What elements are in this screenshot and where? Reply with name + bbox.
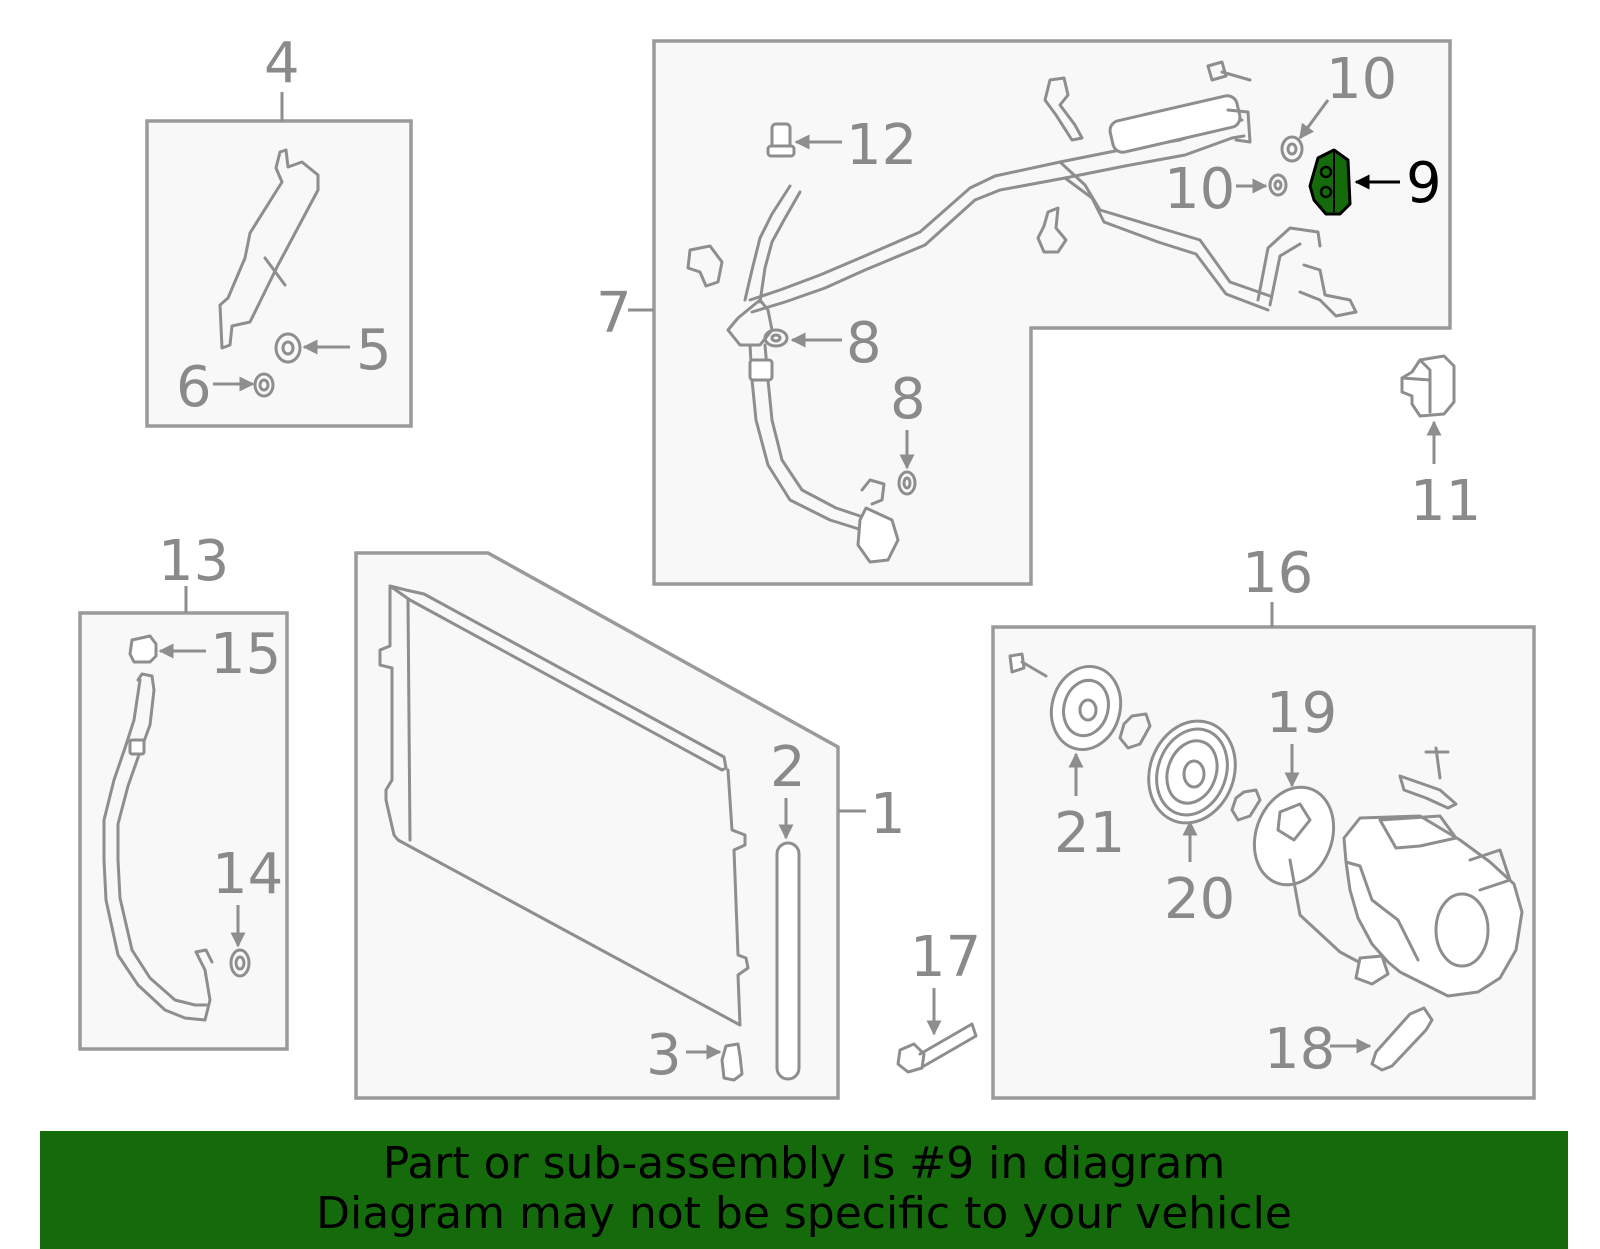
liquid-pipe-assembly [102, 672, 214, 1022]
suction-pipe-bracket [218, 148, 320, 350]
o-ring-14 [229, 948, 251, 978]
group-box-1: 1 [354, 551, 906, 1100]
group-box-13: 13 [78, 529, 289, 1051]
relief-valve-18 [1370, 1006, 1434, 1072]
callout-3: 3 [646, 1023, 682, 1088]
callout-5: 5 [356, 318, 392, 383]
snap-ring-20 [1230, 788, 1262, 822]
discharge-hose-assembly [686, 60, 1358, 564]
callout-13: 13 [158, 529, 229, 594]
plug-3 [720, 1042, 744, 1082]
callout-8-upper: 8 [846, 311, 882, 376]
o-ring-10-lower [1268, 173, 1288, 197]
callout-16: 16 [1242, 541, 1313, 606]
callout-7: 7 [596, 281, 632, 346]
callout-6: 6 [176, 355, 212, 420]
field-coil-19 [1252, 785, 1390, 986]
callout-1: 1 [870, 782, 906, 847]
callout-14: 14 [212, 842, 283, 907]
snap-ring-21 [1118, 712, 1152, 750]
callout-10-lower: 10 [1164, 157, 1235, 222]
callout-8-lower: 8 [890, 367, 926, 432]
receiver-drier-2 [775, 841, 801, 1081]
callout-20: 20 [1164, 867, 1235, 932]
o-ring-8-upper [763, 328, 789, 348]
callout-17: 17 [910, 925, 981, 990]
callout-11: 11 [1410, 469, 1481, 534]
pulley-20 [1147, 719, 1237, 825]
info-banner: Part or sub-assembly is #9 in diagram Di… [40, 1131, 1568, 1249]
callout-18: 18 [1264, 1017, 1335, 1082]
callout-2: 2 [770, 735, 806, 800]
expansion-valve-9[interactable] [1308, 148, 1352, 216]
callout-10-upper: 10 [1326, 47, 1397, 112]
o-ring-6 [253, 372, 275, 398]
callout-19: 19 [1266, 681, 1337, 746]
o-ring-5 [274, 332, 302, 364]
banner-line-disclaimer: Diagram may not be specific to your vehi… [316, 1188, 1292, 1239]
condenser [378, 584, 750, 1027]
callout-12: 12 [846, 113, 917, 178]
callout-9: 9 [1406, 151, 1442, 216]
clutch-bolt [1008, 652, 1048, 678]
pressure-switch-11 [1400, 354, 1456, 418]
cap-15 [128, 634, 158, 664]
o-ring-8-lower [897, 470, 917, 496]
banner-line-part: Part or sub-assembly is #9 in diagram [382, 1138, 1226, 1189]
group-box-7: 7 [596, 39, 1452, 586]
bolt-17 [896, 1022, 978, 1074]
o-ring-10-upper [1280, 135, 1304, 163]
compressor [1342, 746, 1524, 998]
clutch-hub-21 [1049, 664, 1123, 752]
callout-15: 15 [210, 622, 281, 687]
callout-4: 4 [264, 31, 300, 96]
callout-21: 21 [1054, 801, 1125, 866]
